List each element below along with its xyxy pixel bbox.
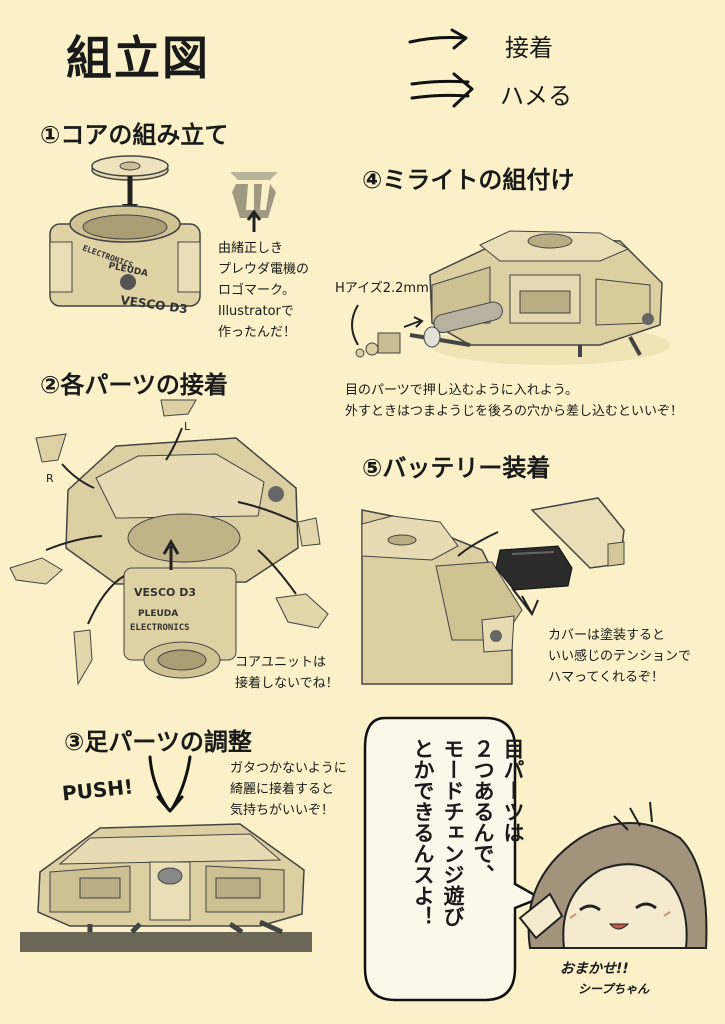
glue-arrow-icon: [408, 28, 468, 50]
page-title: 組立図: [66, 31, 210, 85]
core-model-text-2: VESCO D3: [134, 586, 196, 599]
core-unit-illustration: ELECTRONICS PLEUDA VESCO D3: [49, 155, 201, 316]
leg-adjust-illustration: [20, 823, 312, 952]
speech-bubble-text: 目パーツは ２つあるんで、 モードチェンジ遊び とかできるんスよ！: [411, 738, 525, 927]
section4-note: 目のパーツで押し込むように入れよう。 外すときはつまようじを後ろの穴から差し込む…: [345, 383, 684, 419]
push-label: PUSH!: [60, 774, 135, 806]
signature-line2: シープちゃん: [578, 982, 650, 996]
parts-gluing-illustration: L R VESCO D3 PLEUDA ELECTRONICS: [9, 399, 329, 686]
section2-heading: ②各パーツの接着: [40, 371, 228, 399]
pleuda-logo-icon: [230, 172, 278, 232]
push-arrows-icon: [148, 755, 192, 813]
signature-line1: おまかせ!!: [560, 961, 629, 977]
section5-note: カバーは塗装すると いい感じのテンションで ハマってくれるぞ！: [548, 628, 692, 685]
label-l: L: [184, 420, 191, 433]
core-brand-pleuda-2: PLEUDA: [138, 609, 178, 619]
section4-heading: ④ミライトの組付け: [362, 166, 575, 194]
logo-note: 由緒正しき プレウダ電機の ロゴマーク。 Illustratorで 作ったんだ！: [218, 241, 310, 340]
battery-install-illustration: [361, 497, 625, 685]
speech-bubble: [363, 716, 543, 1002]
section2-note: コアユニットは 接着しないでね！: [235, 655, 339, 691]
label-r: R: [46, 472, 54, 485]
eye-size-label: Hアイズ2.2mm: [335, 281, 429, 296]
section3-heading: ③足パーツの調整: [64, 728, 252, 756]
section5-heading: ⑤バッテリー装着: [362, 454, 551, 482]
fit-double-arrow-icon: [410, 72, 474, 108]
sheep-chan-character: [518, 801, 708, 949]
core-brand-text-2: ELECTRONICS: [130, 623, 190, 633]
section3-note: ガタつかないように 綺麗に接着すると 気持ちがいいぞ！: [230, 761, 347, 818]
legend-glue: 接着: [505, 34, 553, 62]
mirai-light-assembly-illustration: [351, 230, 670, 365]
section1-heading: ①コアの組み立て: [40, 121, 229, 149]
legend-fit: ハメる: [500, 82, 572, 110]
